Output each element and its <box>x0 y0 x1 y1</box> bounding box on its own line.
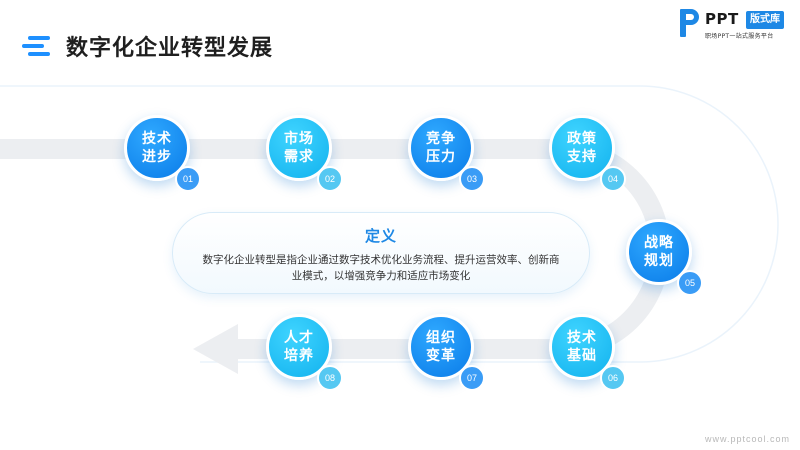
step-number-badge: 02 <box>317 166 343 192</box>
step-number-badge: 04 <box>600 166 626 192</box>
website-url: www.pptcool.com <box>704 434 790 444</box>
logo-badge: 版式库 <box>746 11 784 29</box>
step-label: 人才 培养 <box>284 330 314 364</box>
step-label: 竞争 压力 <box>426 131 456 165</box>
title-bar: 数字化企业转型发展 <box>22 30 273 62</box>
definition-text: 数字化企业转型是指企业通过数字技术优化业务流程、提升运营效率、创新商业模式，以增… <box>202 254 560 282</box>
step-label: 市场 需求 <box>284 131 314 165</box>
page-title: 数字化企业转型发展 <box>66 36 274 61</box>
step-circle-6: 技术 基础 <box>549 314 615 380</box>
step-label: 技术 进步 <box>142 131 172 165</box>
brand-logo: PPT 版式库 职场PPT一站式服务平台 <box>680 8 792 42</box>
logo-brand-text: PPT <box>705 10 739 28</box>
definition-box: 定义 数字化企业转型是指企业通过数字技术优化业务流程、提升运营效率、创新商业模式… <box>172 212 590 294</box>
definition-title: 定义 <box>364 227 397 245</box>
step-number-badge: 05 <box>677 270 703 296</box>
step-label: 政策 支持 <box>567 131 597 165</box>
step-number-badge: 08 <box>317 365 343 391</box>
step-label: 组织 变革 <box>426 330 456 364</box>
step-number-badge: 06 <box>600 365 626 391</box>
step-number-badge: 03 <box>459 166 485 192</box>
step-label: 技术 基础 <box>567 330 597 364</box>
menu-lines-icon <box>22 35 52 57</box>
logo-slogan: 职场PPT一站式服务平台 <box>705 33 774 40</box>
track-arrowhead <box>193 324 238 374</box>
outer-loop-line <box>0 85 779 363</box>
step-label: 战略 规划 <box>644 235 674 269</box>
step-number-badge: 01 <box>175 166 201 192</box>
step-number-badge: 07 <box>459 365 485 391</box>
p-logo-icon <box>680 9 702 37</box>
